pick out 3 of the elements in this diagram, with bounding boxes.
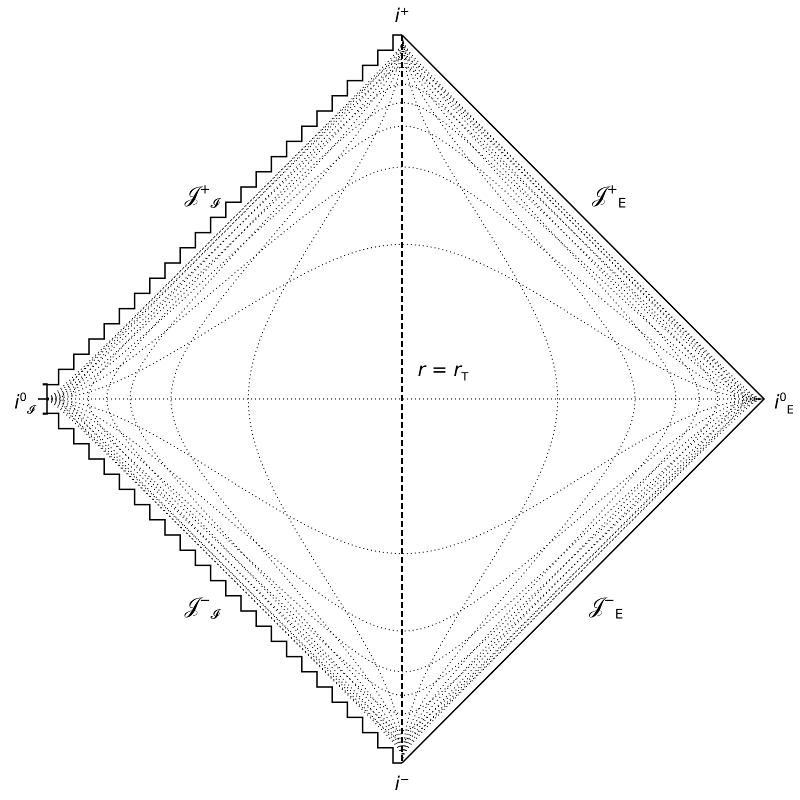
- boundary-label: i$^{+}$: [394, 6, 410, 26]
- boundary-label: r = r$_{T}$: [418, 360, 468, 384]
- boundary-label: i$^{−}$: [394, 774, 410, 794]
